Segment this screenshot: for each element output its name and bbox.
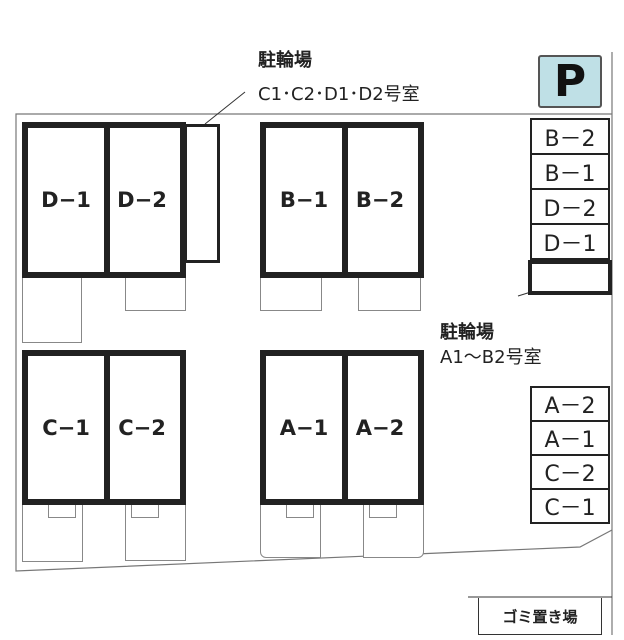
unit-b2: B−2 bbox=[355, 188, 405, 212]
leader-line-top bbox=[204, 91, 246, 125]
building-b: B−1 B−2 bbox=[260, 122, 424, 278]
bike-shed-right bbox=[528, 260, 612, 295]
parking-lower: A－2 A－1 C－2 C－1 bbox=[530, 386, 610, 524]
porch-d2 bbox=[125, 276, 186, 311]
unit-d1: D−1 bbox=[28, 128, 110, 272]
porch-d1 bbox=[22, 276, 82, 343]
parking-sign: P bbox=[538, 55, 602, 108]
porch-b1 bbox=[260, 276, 322, 311]
site-boundary bbox=[15, 113, 613, 572]
parking-slot: D－2 bbox=[530, 188, 610, 225]
parking-slot: B－2 bbox=[530, 118, 610, 155]
parking-slot: D－1 bbox=[530, 223, 610, 260]
parking-slot: A－2 bbox=[530, 386, 610, 422]
parking-slot: C－2 bbox=[530, 454, 610, 490]
bike-parking-right-title: 駐輪場 bbox=[440, 322, 494, 343]
unit-a2: A−2 bbox=[355, 415, 405, 440]
parking-upper: B－2 B－1 D－2 D－1 bbox=[530, 118, 610, 260]
unit-d2: D−2 bbox=[117, 188, 167, 212]
bike-parking-top-rooms: C1･C2･D1･D2号室 bbox=[258, 84, 420, 105]
parking-slot: A－1 bbox=[530, 420, 610, 456]
bike-parking-right-rooms: A1〜B2号室 bbox=[440, 347, 542, 368]
porch-b2 bbox=[358, 276, 421, 311]
unit-c2: C−2 bbox=[118, 415, 166, 440]
unit-a1: A−1 bbox=[266, 356, 348, 499]
unit-c1: C−1 bbox=[28, 356, 110, 499]
parking-slot: B－1 bbox=[530, 153, 610, 190]
building-c: C−1 C−2 bbox=[22, 350, 186, 505]
unit-b1: B−1 bbox=[266, 128, 348, 272]
garbage-area: ゴミ置き場 bbox=[478, 598, 602, 635]
building-d: D−1 D−2 bbox=[22, 122, 186, 278]
bike-shed-top bbox=[184, 124, 220, 263]
bike-parking-top-title: 駐輪場 bbox=[258, 50, 312, 71]
parking-slot: C－1 bbox=[530, 488, 610, 524]
building-a: A−1 A−2 bbox=[260, 350, 424, 505]
